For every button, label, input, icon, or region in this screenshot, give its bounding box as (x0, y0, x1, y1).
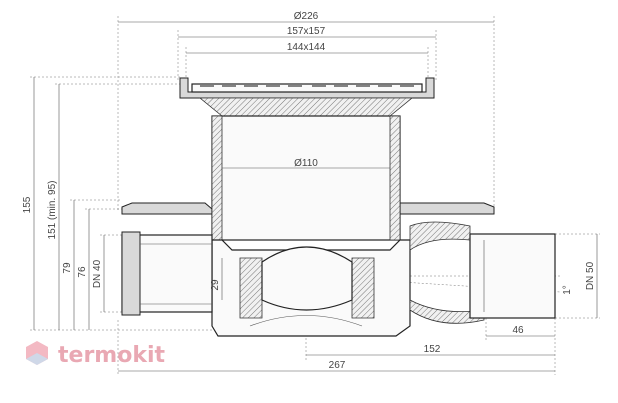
trap-wall-right (351, 257, 375, 319)
dim-left-155: 155 (22, 196, 33, 213)
dim-bottom-267: 267 (329, 360, 346, 371)
dim-mid-29: 29 (210, 279, 221, 291)
riser-wall-left (211, 115, 223, 241)
dim-left-151: 151 (min. 95) (47, 181, 58, 240)
dim-bottom-group: 46 152 267 (117, 318, 556, 375)
dim-right-dn50: DN 50 (585, 261, 596, 290)
dim-top-157: 157x157 (287, 26, 326, 37)
trap-bell (261, 246, 353, 311)
dim-top-group: Ø226 157x157 144x144 (117, 11, 495, 210)
dim-left-dn40: DN 40 (92, 259, 103, 288)
dim-right-angle: 1° (562, 285, 573, 295)
dim-left-79: 79 (62, 262, 73, 274)
brand-logo: termokit (26, 341, 165, 368)
dim-top-144: 144x144 (287, 42, 326, 53)
outlet-elbow-top (409, 221, 471, 251)
riser-pipe (211, 115, 401, 241)
trap-wall-left (239, 257, 263, 319)
drain-body: Ø110 29 (121, 77, 556, 337)
left-flange (121, 202, 213, 215)
dim-inner-d110: Ø110 (294, 158, 318, 169)
grating (191, 83, 423, 93)
dim-left-76: 76 (77, 266, 88, 278)
dim-bottom-46: 46 (512, 325, 524, 336)
brand-name: termokit (58, 343, 165, 368)
riser-wall-right (389, 115, 401, 241)
trap-bottom-curve (249, 315, 363, 327)
side-inlet-collar (121, 231, 141, 316)
grating-funnel (198, 97, 414, 117)
dim-top-d226: Ø226 (294, 11, 319, 22)
dim-left-group: 155 151 (min. 95) 79 76 DN 40 (22, 76, 232, 331)
dim-bottom-152: 152 (424, 344, 441, 355)
outlet-pipe (469, 233, 556, 319)
right-flange (399, 202, 495, 215)
